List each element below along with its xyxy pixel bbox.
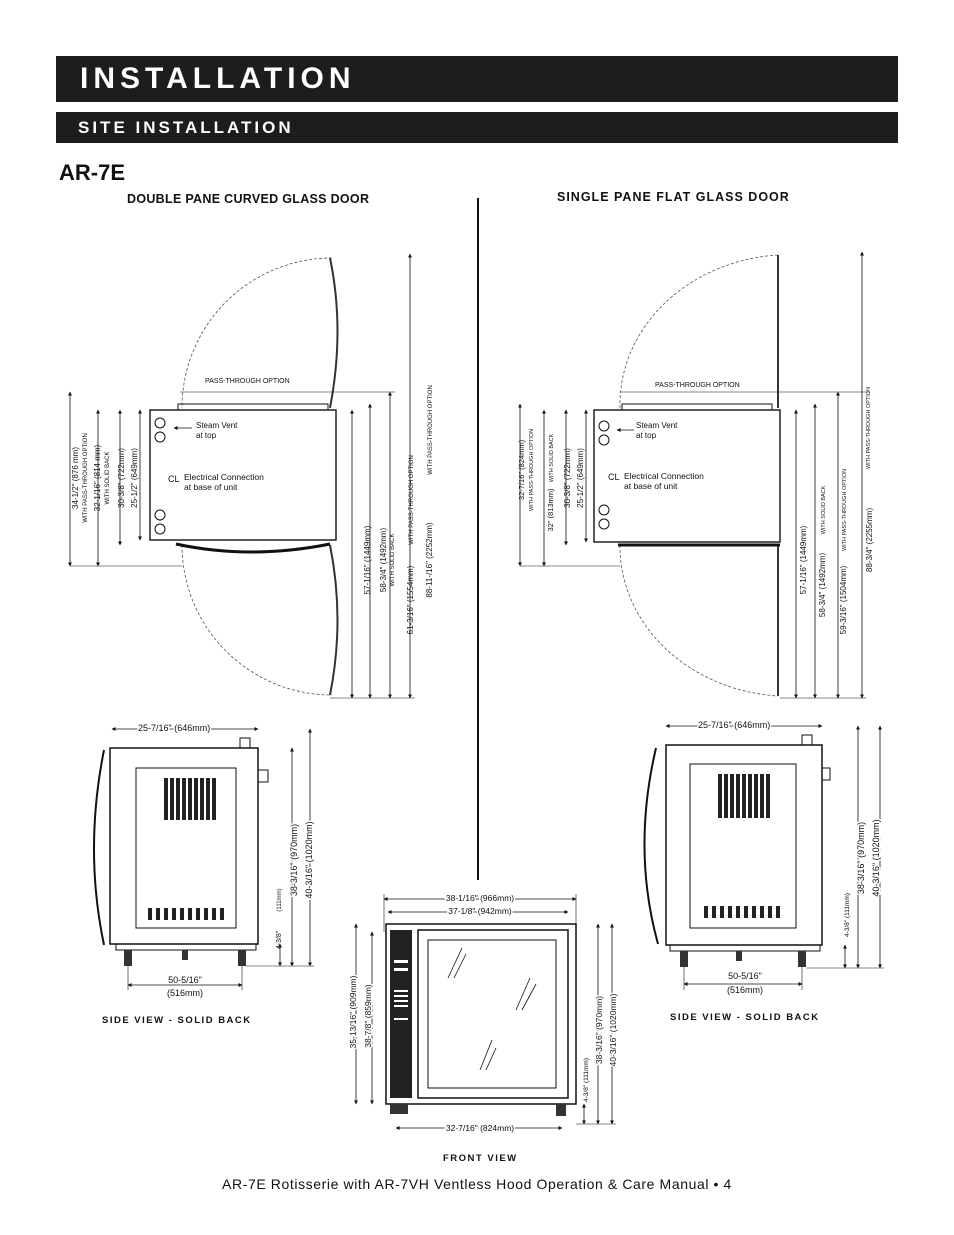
left-electrical-sub: at base of unit [184,482,238,492]
front-width-1: 38-1/16" (966mm) [446,893,514,903]
front-right-height-1: 38-3/16" (970mm) [594,996,604,1064]
left-centerline-mark: CL [168,474,180,484]
left-dim-2-note: WITH SOLID BACK [105,451,111,504]
left-steam-vent-sub: at top [196,431,217,440]
left-dim-1-note: WITH PASS-THROUGH OPTION [83,433,89,523]
right-dim-7: 59-3/16" (1504mm) [839,565,848,634]
front-left-height-2: 38-7/8" (859mm) [363,984,373,1048]
right-dim-6: 58-3/4" (1492mm) [818,553,827,618]
left-side-caption: SIDE VIEW - SOLID BACK [102,1015,252,1026]
left-dim-6-note: WITH SOLID BACK [390,533,396,586]
left-side-leg-mm: (111mm) [277,888,283,911]
right-dim-4: 25-1/2" (649mm) [576,448,585,508]
left-side-leg: 4-3/8" [276,930,283,949]
right-dim-5: 57-1/16" (1449mm) [799,525,808,594]
right-steam-vent-label: Steam Vent [636,421,678,430]
right-dim-2-note: WITH SOLID BACK [549,433,555,482]
right-side-height-2: 40-3/16" (1020mm) [871,819,881,896]
left-side-height-1: 38-3/16" (970mm) [289,824,299,896]
right-side-depth-mm: (516mm) [727,985,763,995]
model-name: AR-7E [59,160,126,185]
front-right-height-2: 40-3/16" (1020mm) [608,993,618,1066]
right-dim-3: 30-3/8" (722mm) [563,448,572,508]
left-drawing-title: DOUBLE PANE CURVED GLASS DOOR [127,192,370,206]
right-side-height-1: 38-3/16" (970mm) [856,822,866,894]
right-electrical-label: Electrical Connection [624,471,704,481]
page-title: INSTALLATION [56,56,898,102]
right-pass-through-label: PASS-THROUGH OPTION [655,382,740,389]
right-drawing-title: SINGLE PANE FLAT GLASS DOOR [557,190,790,204]
right-side-width: 25-7/16" (646mm) [698,720,770,730]
right-side-leg: 4-3/8" (111mm) [844,893,851,937]
right-dim-6-note: WITH SOLID BACK [821,485,827,534]
left-side-view: 25-7/16" (646mm) 50-5/16" (516mm) 4-3/8"… [93,722,316,998]
right-dim-8-note: WITH PASS-THROUGH OPTION [866,387,872,469]
left-dim-8-note: WITH PASS-THROUGH OPTION [428,385,434,475]
left-dim-1: 34-1/2" (876 mm) [71,447,80,509]
right-electrical-sub: at base of unit [624,481,678,491]
left-side-depth: 50-5/16" [168,975,202,985]
left-dim-2: 32-1/16" (814 mm) [93,444,102,511]
right-side-depth: 50-5/16" [728,971,762,981]
page-footer: AR-7E Rotisserie with AR-7VH Ventless Ho… [222,1176,732,1192]
left-dim-5: 57-1/16" (1449mm) [363,525,372,594]
front-view-caption: FRONT VIEW [443,1153,518,1164]
right-dim-8: 88-3/4" (2255mm) [865,508,874,573]
left-side-depth-mm: (516mm) [167,988,203,998]
right-centerline-mark: CL [608,472,620,482]
left-dim-7-note: WITH PASS-THROUGH OPTION [409,455,415,545]
left-steam-vent-label: Steam Vent [196,421,238,430]
right-dim-2: 32" (813mm) [546,488,555,532]
left-pass-through-label: PASS-THROUGH OPTION [205,378,290,385]
front-view: 38-1/16" (966mm) 37-1/8" (942mm) 32-7/16… [347,892,620,1135]
right-side-view: 25-7/16" (646mm) 50-5/16" (516mm) 4-3/8"… [643,719,884,995]
right-dim-1-note: WITH PASS-THROUGH OPTION [529,429,535,511]
right-side-caption: SIDE VIEW - SOLID BACK [670,1012,820,1023]
front-bottom-width: 32-7/16" (824mm) [446,1123,514,1133]
left-dim-8: 88-11-/16" (2252mm) [425,522,434,598]
right-steam-vent-sub: at top [636,431,657,440]
left-side-height-2: 40-3/16" (1020mm) [304,821,314,898]
right-dim-1: 32-7/16" (824mm) [517,439,526,500]
front-left-height-1: 35-13/16" (909mm) [348,975,358,1048]
front-leg: 4-3/8" (111mm) [583,1058,590,1102]
right-dim-7-note: WITH PASS-THROUGH OPTION [842,469,848,551]
left-dim-4: 25-1/2" (649mm) [130,448,139,508]
left-plan-view: PASS-THROUGH OPTION Steam Vent at top CL… [68,253,434,699]
left-electrical-label: Electrical Connection [184,472,264,482]
section-title: SITE INSTALLATION [56,112,898,143]
left-dim-3: 30-3/8" (722mm) [117,448,126,508]
front-width-2: 37-1/8" (942mm) [448,906,512,916]
right-plan-view: PASS-THROUGH OPTION Steam Vent at top CL… [517,251,874,699]
left-side-width: 25-7/16" (646mm) [138,723,210,733]
left-dim-7: 61-3/16" (1554mm) [406,565,415,634]
left-dim-6: 58-3/4" (1492mm) [379,528,388,593]
